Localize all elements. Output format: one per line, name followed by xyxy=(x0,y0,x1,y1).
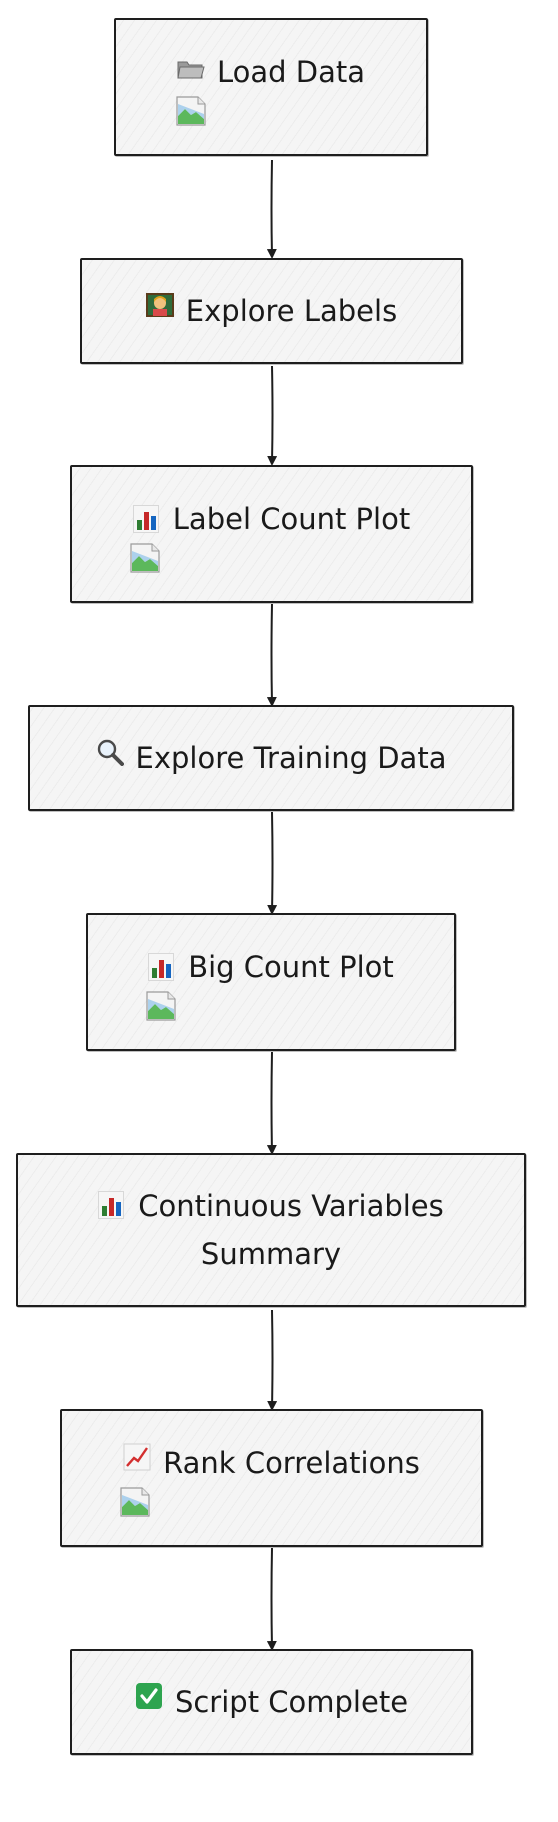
check-icon xyxy=(135,1678,163,1726)
magnifier-icon xyxy=(96,734,124,782)
edge-explore-labels-to-label-count-plot xyxy=(267,365,278,466)
node-load-data[interactable]: Load Data xyxy=(114,18,428,156)
edge-rank-correlations-to-script-complete xyxy=(266,1547,277,1651)
node-label: Explore Training Data xyxy=(135,741,447,775)
broken-image-icon xyxy=(176,96,206,126)
bar-chart-icon xyxy=(98,1191,125,1219)
node-big-count-plot[interactable]: Big Count Plot xyxy=(86,913,456,1051)
node-label-count-plot[interactable]: Label Count Plot xyxy=(70,465,473,603)
node-label: Script Complete xyxy=(174,1685,409,1719)
bar-chart-icon xyxy=(148,953,175,981)
broken-image-icon xyxy=(120,1487,150,1517)
teacher-icon xyxy=(145,287,174,335)
node-label: Rank Correlations xyxy=(163,1446,420,1480)
node-continuous-variables-summary[interactable]: Continuous Variables Summary xyxy=(16,1153,526,1307)
node-label: Explore Labels xyxy=(185,294,398,328)
node-label: Label Count Plot xyxy=(172,502,411,536)
edge-label-count-plot-to-explore-training-data xyxy=(266,603,277,707)
node-label: Big Count Plot xyxy=(188,950,394,984)
bar-chart-icon xyxy=(132,505,159,533)
node-rank-correlations[interactable]: Rank Correlations xyxy=(60,1409,483,1547)
folder-icon xyxy=(177,48,205,96)
node-explore-training-data[interactable]: Explore Training Data xyxy=(28,705,514,811)
node-label: Load Data xyxy=(216,55,366,89)
node-label: Continuous Variables Summary xyxy=(138,1189,444,1271)
edge-explore-training-data-to-big-count-plot xyxy=(267,811,278,915)
node-script-complete[interactable]: Script Complete xyxy=(70,1649,473,1755)
edge-load-data-to-explore-labels xyxy=(266,159,277,259)
edge-big-count-plot-to-continuous-variables-summary xyxy=(266,1051,277,1155)
node-explore-labels[interactable]: Explore Labels xyxy=(80,258,463,364)
broken-image-icon xyxy=(146,991,176,1021)
edge-continuous-variables-summary-to-rank-correlations xyxy=(267,1309,278,1411)
line-chart-icon xyxy=(123,1439,151,1487)
broken-image-icon xyxy=(130,543,160,573)
